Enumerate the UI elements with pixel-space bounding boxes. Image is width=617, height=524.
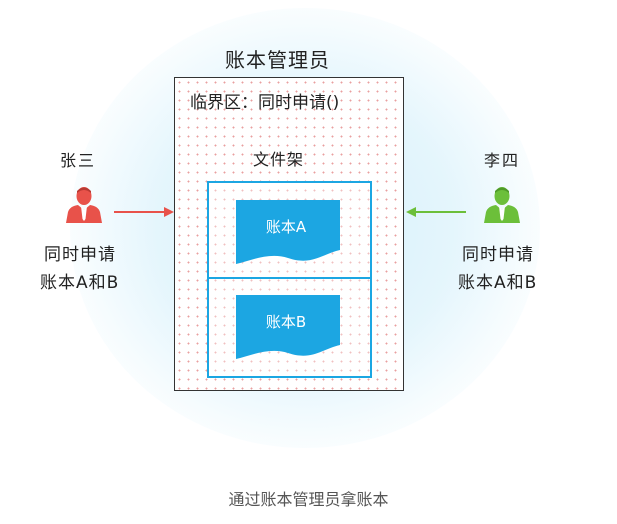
right-request-line1: 同时申请: [462, 245, 534, 265]
right-person-avatar: [482, 185, 522, 227]
critical-section-label: 临界区：同时申请(): [190, 93, 340, 113]
left-person-avatar: [64, 185, 104, 227]
figure-caption: 通过账本管理员拿账本: [228, 490, 389, 509]
document-icon: [236, 200, 340, 264]
right-person-name: 李四: [484, 151, 521, 170]
manager-title: 账本管理员: [225, 48, 330, 72]
left-arrow: [114, 207, 174, 217]
left-person-name: 张三: [60, 151, 97, 170]
book-a: 账本A: [236, 200, 342, 268]
book-b: 账本B: [236, 295, 342, 363]
left-request-line1: 同时申请: [44, 245, 116, 265]
document-icon: [236, 295, 340, 359]
right-request-line2: 账本A和B: [458, 273, 538, 293]
person-icon: [66, 187, 102, 223]
book-b-label: 账本B: [265, 313, 307, 331]
book-a-label: 账本A: [265, 218, 307, 236]
right-arrow: [406, 207, 466, 217]
shelf-divider: [207, 277, 372, 279]
person-icon: [484, 187, 520, 223]
left-request-line2: 账本A和B: [40, 273, 120, 293]
shelf-label: 文件架: [253, 150, 305, 169]
